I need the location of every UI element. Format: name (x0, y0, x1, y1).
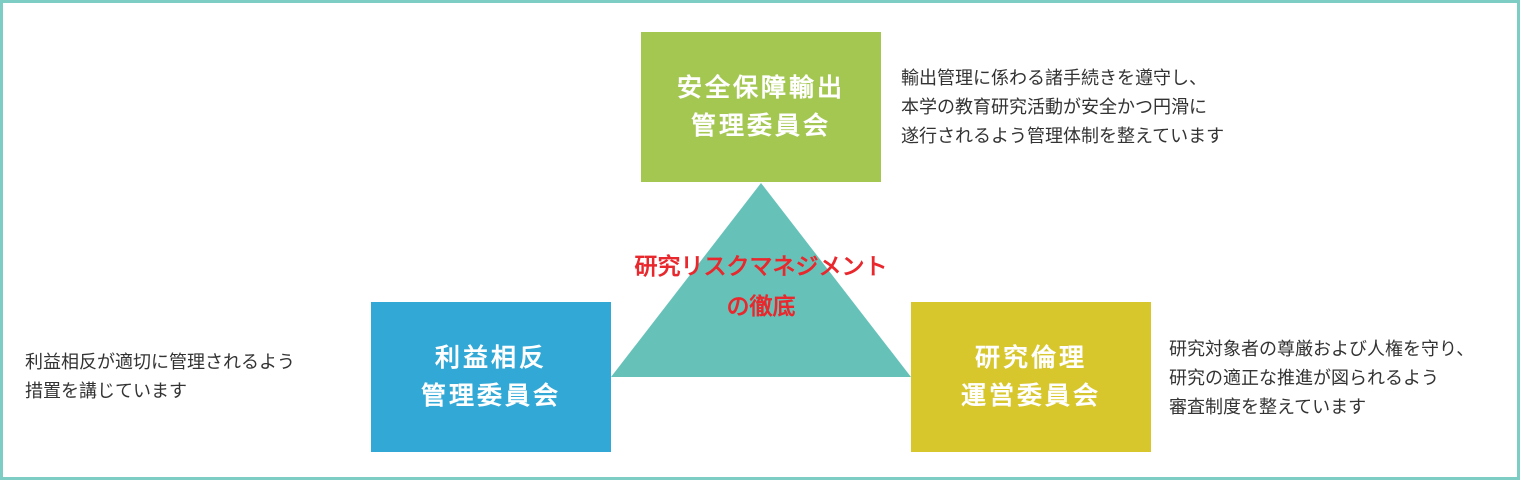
description-line: 輸出管理に係わる諸手続きを遵守し、 (901, 68, 1207, 89)
description-line: 措置を講じています (25, 381, 187, 402)
box-label-line2: 運営委員会 (960, 381, 1101, 410)
box-label-line1: 研究倫理 (974, 343, 1087, 372)
description-line: 研究の適正な推進が図られるよう (1169, 368, 1439, 389)
box-label-line1: 安全保障輸出 (676, 73, 845, 102)
center-label: 研究リスクマネジメント の徹底 (581, 247, 941, 327)
conflict-of-interest-description: 利益相反が適切に管理されるよう 措置を講じています (25, 348, 295, 406)
research-ethics-committee-box: 研究倫理 運営委員会 (911, 302, 1151, 452)
export-control-description: 輸出管理に係わる諸手続きを遵守し、 本学の教育研究活動が安全かつ円滑に 遂行され… (901, 64, 1224, 151)
description-line: 利益相反が適切に管理されるよう (25, 352, 295, 373)
description-line: 研究対象者の尊厳および人権を守り、 (1169, 339, 1475, 360)
box-label-line2: 管理委員会 (690, 111, 831, 140)
box-label-line2: 管理委員会 (420, 381, 561, 410)
box-label-line1: 利益相反 (434, 343, 547, 372)
description-line: 本学の教育研究活動が安全かつ円滑に (901, 97, 1207, 118)
description-line: 遂行されるよう管理体制を整えています (901, 126, 1225, 147)
research-ethics-description: 研究対象者の尊厳および人権を守り、 研究の適正な推進が図られるよう 審査制度を整… (1169, 335, 1474, 422)
export-control-committee-box: 安全保障輸出 管理委員会 (641, 32, 881, 182)
center-triangle (611, 183, 911, 377)
center-label-line2: の徹底 (726, 294, 796, 320)
description-line: 審査制度を整えています (1169, 397, 1367, 418)
center-label-line1: 研究リスクマネジメント (634, 254, 888, 280)
triangle-shape (611, 183, 911, 377)
conflict-of-interest-committee-box: 利益相反 管理委員会 (371, 302, 611, 452)
